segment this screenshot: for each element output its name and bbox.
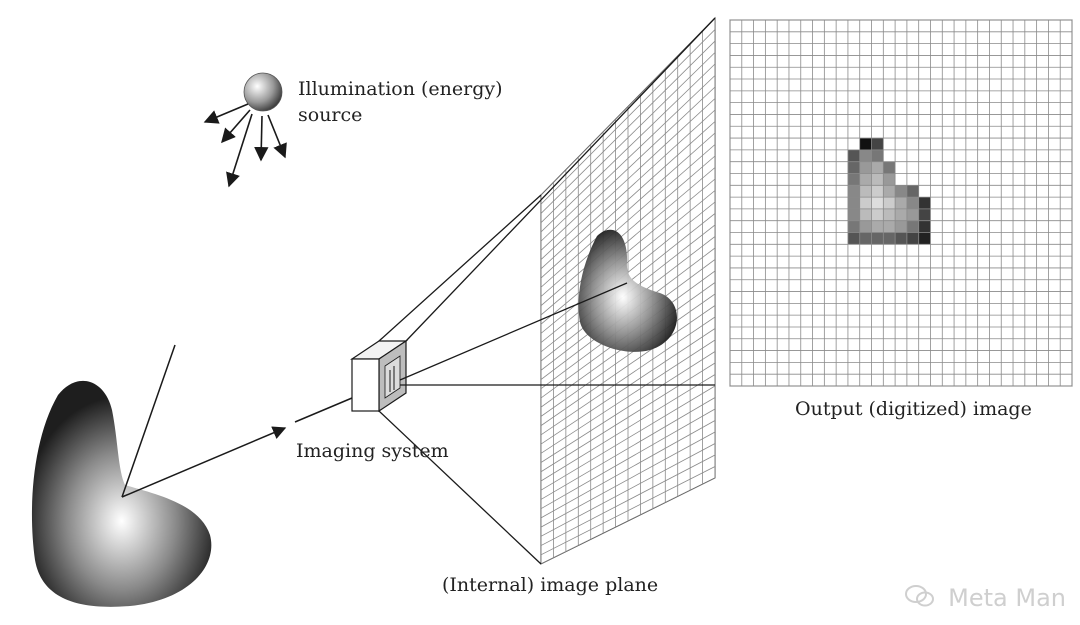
digitized-pixel <box>906 208 919 221</box>
illumination-rays <box>203 103 287 188</box>
digitized-pixel <box>918 197 931 209</box>
digitized-pixel <box>847 208 860 221</box>
digitized-pixel <box>883 232 896 245</box>
output-digitized-grid <box>729 19 1073 387</box>
digitized-pixel <box>906 220 919 233</box>
projection-lines <box>378 17 716 565</box>
digitized-pixel <box>895 197 907 209</box>
digitized-pixel <box>895 208 907 221</box>
digitized-pixel <box>859 220 872 233</box>
output-image-label: Output (digitized) image <box>795 398 1032 420</box>
digitized-pixel <box>871 185 884 198</box>
wechat-icon <box>904 584 935 614</box>
digitized-pixel <box>883 185 896 198</box>
digitized-pixel <box>871 161 884 174</box>
digitized-pixel <box>859 197 872 209</box>
watermark-text: Meta Man <box>948 584 1066 612</box>
digitized-pixel <box>871 220 884 233</box>
internal-image-plane-label: (Internal) image plane <box>442 574 659 596</box>
digitized-pixel <box>883 208 896 221</box>
digitized-pixel <box>847 173 860 186</box>
digitized-pixel <box>883 220 896 233</box>
digitized-pixel <box>918 220 931 233</box>
digitized-pixel <box>871 138 884 150</box>
digitized-pixel <box>859 173 872 186</box>
digitized-pixel <box>883 161 896 174</box>
digitized-pixel <box>871 173 884 186</box>
digitized-pixel <box>895 232 907 245</box>
imaging-system-box <box>350 339 408 413</box>
imaging-system-label: Imaging system <box>296 440 449 462</box>
plane-object-image <box>578 229 677 352</box>
digitized-pixel <box>883 173 896 186</box>
digitized-pixel <box>859 232 872 245</box>
illumination-source-sphere <box>243 72 283 112</box>
digitized-pixel <box>847 185 860 198</box>
digitized-pixel <box>859 149 872 162</box>
digitized-pixel <box>906 197 919 209</box>
digitized-pixel <box>859 138 872 150</box>
digitized-pixel <box>906 185 919 198</box>
scene-object <box>31 380 212 607</box>
watermark: Meta Man <box>904 584 1066 614</box>
digitized-pixel <box>871 232 884 245</box>
digitized-pixel <box>895 220 907 233</box>
digitized-pixel <box>883 197 896 209</box>
digitized-pixel <box>871 197 884 209</box>
digitized-pixel <box>871 208 884 221</box>
digitized-pixel <box>847 232 860 245</box>
illumination-label-line2: source <box>298 104 363 126</box>
illumination-label-line1: Illumination (energy) <box>298 78 503 100</box>
scene-rays <box>121 344 353 498</box>
digitized-pixel <box>918 232 931 245</box>
digitized-pixel <box>847 161 860 174</box>
digitized-pixel <box>847 220 860 233</box>
digitized-pixel <box>871 149 884 162</box>
digitized-pixel <box>859 185 872 198</box>
internal-image-plane <box>540 16 716 565</box>
digitized-pixel <box>918 208 931 221</box>
digitized-pixel <box>847 197 860 209</box>
digitized-pixel <box>847 149 860 162</box>
digitized-pixel <box>895 185 907 198</box>
digitized-pixel <box>859 208 872 221</box>
digitized-pixel <box>859 161 872 174</box>
digitized-pixel <box>906 232 919 245</box>
